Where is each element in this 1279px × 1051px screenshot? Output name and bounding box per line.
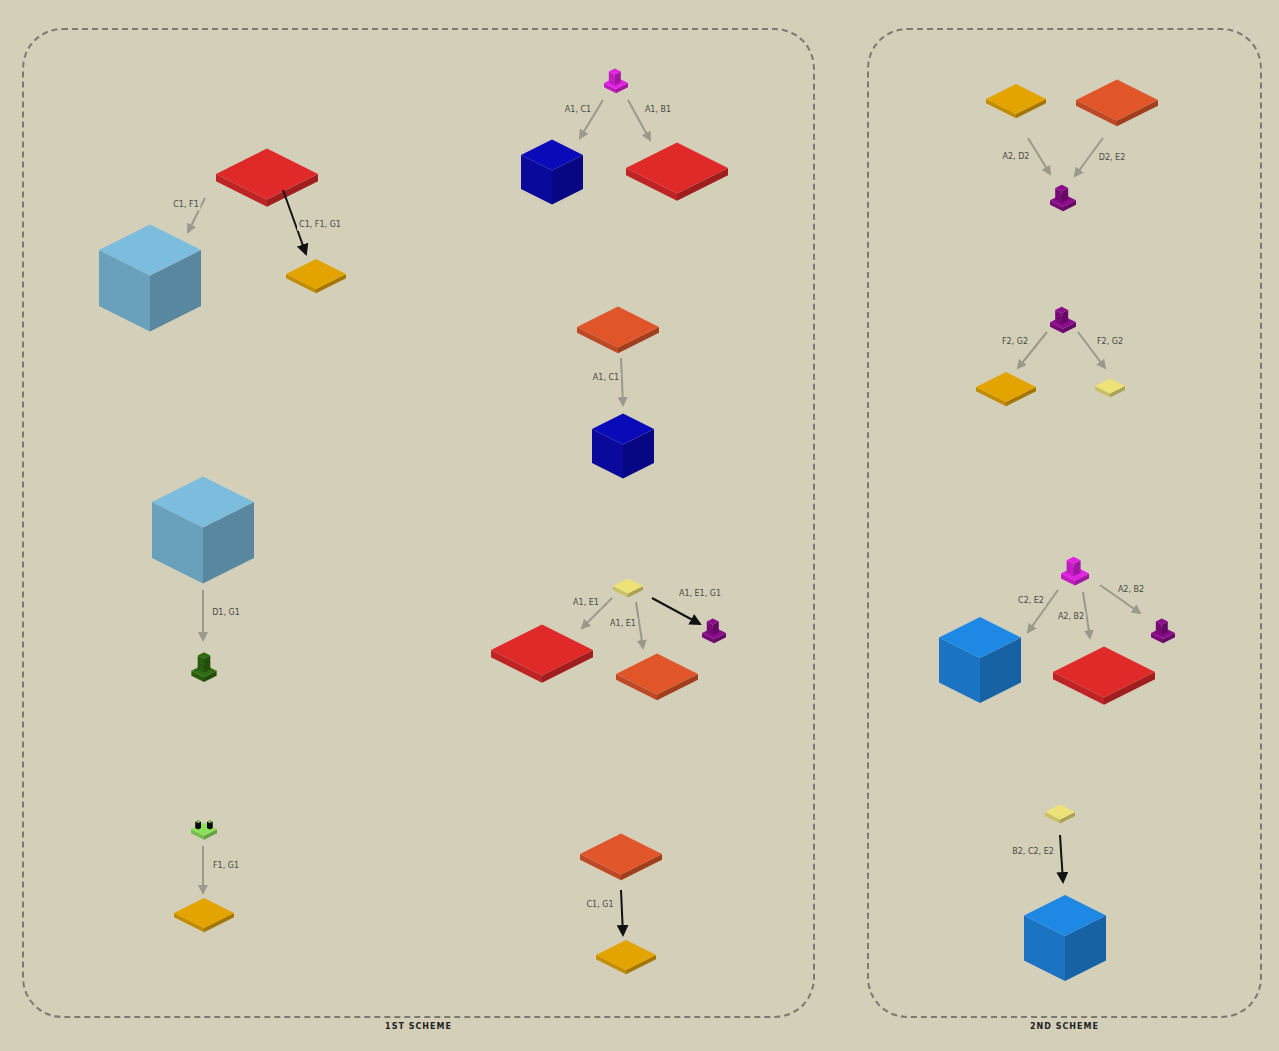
cube-shape [592,413,654,444]
arrow-label: C2, E2 [1016,596,1046,607]
tile-shape [626,143,728,194]
tile-shape [577,307,659,348]
tile-shape [174,898,234,928]
icon-shape [198,652,211,658]
panel-caption: 2ND SCHEME [869,1022,1260,1031]
cube-shape [152,476,254,527]
tile-shape [616,654,698,695]
tile-shape [596,940,656,970]
arrow-label: F1, G1 [211,861,241,872]
cube-shape [939,617,1021,658]
arrow-line [621,358,623,405]
arrow-label: C1, F1 [171,200,200,211]
arrow-label: B2, C2, E2 [1010,847,1056,858]
scheme-panel: 1ST SCHEME [22,28,815,1018]
arrow-label: A1, B1 [643,105,673,116]
arrow-line [652,598,700,624]
tile-shape [286,259,346,289]
arrow-label: A1, C1 [591,373,621,384]
arrow-line [1060,835,1063,882]
icon-shape [609,69,621,75]
icon-shape [1055,185,1068,192]
panel-caption: 1ST SCHEME [24,1022,813,1031]
cube-shape [99,224,201,275]
tile-shape [976,372,1036,402]
tile-shape [986,84,1046,114]
icon-shape [1156,619,1168,625]
tile-shape [1095,379,1125,394]
tile-shape [580,834,662,875]
arrow-label: A1, E1 [571,598,601,609]
arrow-line [202,846,204,893]
arrow-label: D2, E2 [1097,153,1127,164]
scheme-panel: 2ND SCHEME [867,28,1262,1018]
icon-shape [1055,307,1068,314]
icon-shape [207,820,213,823]
cube-shape [521,139,583,170]
icon-shape [191,823,217,836]
tile-shape [491,625,593,676]
tile-shape [1076,80,1158,121]
arrow-label: F2, G2 [1000,337,1030,348]
arrow-label: A2, B2 [1116,585,1146,596]
arrow-label: D1, G1 [210,608,242,619]
arrow-label: F2, G2 [1095,337,1125,348]
arrow-label: A1, E1, G1 [677,589,723,600]
arrow-label: A1, C1 [563,105,593,116]
icon-shape [195,820,201,823]
arrow-line [621,890,623,935]
arrow-label: A2, B2 [1056,612,1086,623]
cube-shape [1024,895,1106,936]
tile-shape [216,149,318,200]
icon-shape [1067,557,1081,564]
arrow-label: C1, G1 [584,900,615,911]
tile-shape [1045,805,1075,820]
icon-shape [707,619,719,625]
arrow-label: C1, F1, G1 [297,220,343,231]
tile-shape [613,579,643,594]
arrow-label: A2, D2 [1001,152,1032,163]
arrow-label: A1, E1 [608,619,638,630]
tile-shape [1053,647,1155,698]
arrow-line [202,590,204,640]
